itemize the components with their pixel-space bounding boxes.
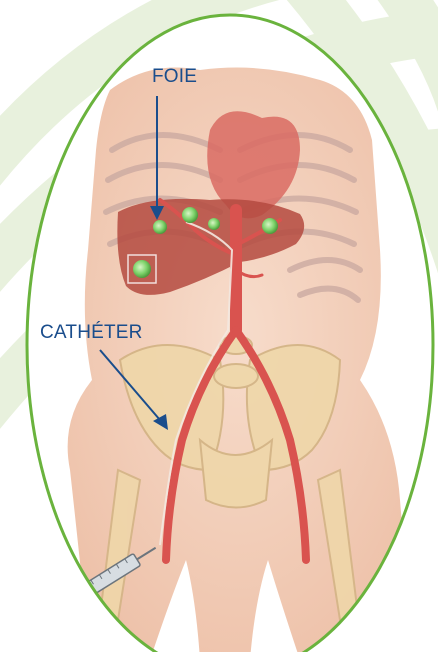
liver-label: FOIE — [152, 66, 197, 88]
tumor — [208, 218, 220, 230]
tumor — [153, 220, 167, 234]
tumor — [182, 207, 198, 223]
tumor — [262, 218, 278, 234]
catheter-label: CATHÉTER — [40, 322, 143, 344]
tumor — [133, 260, 151, 278]
